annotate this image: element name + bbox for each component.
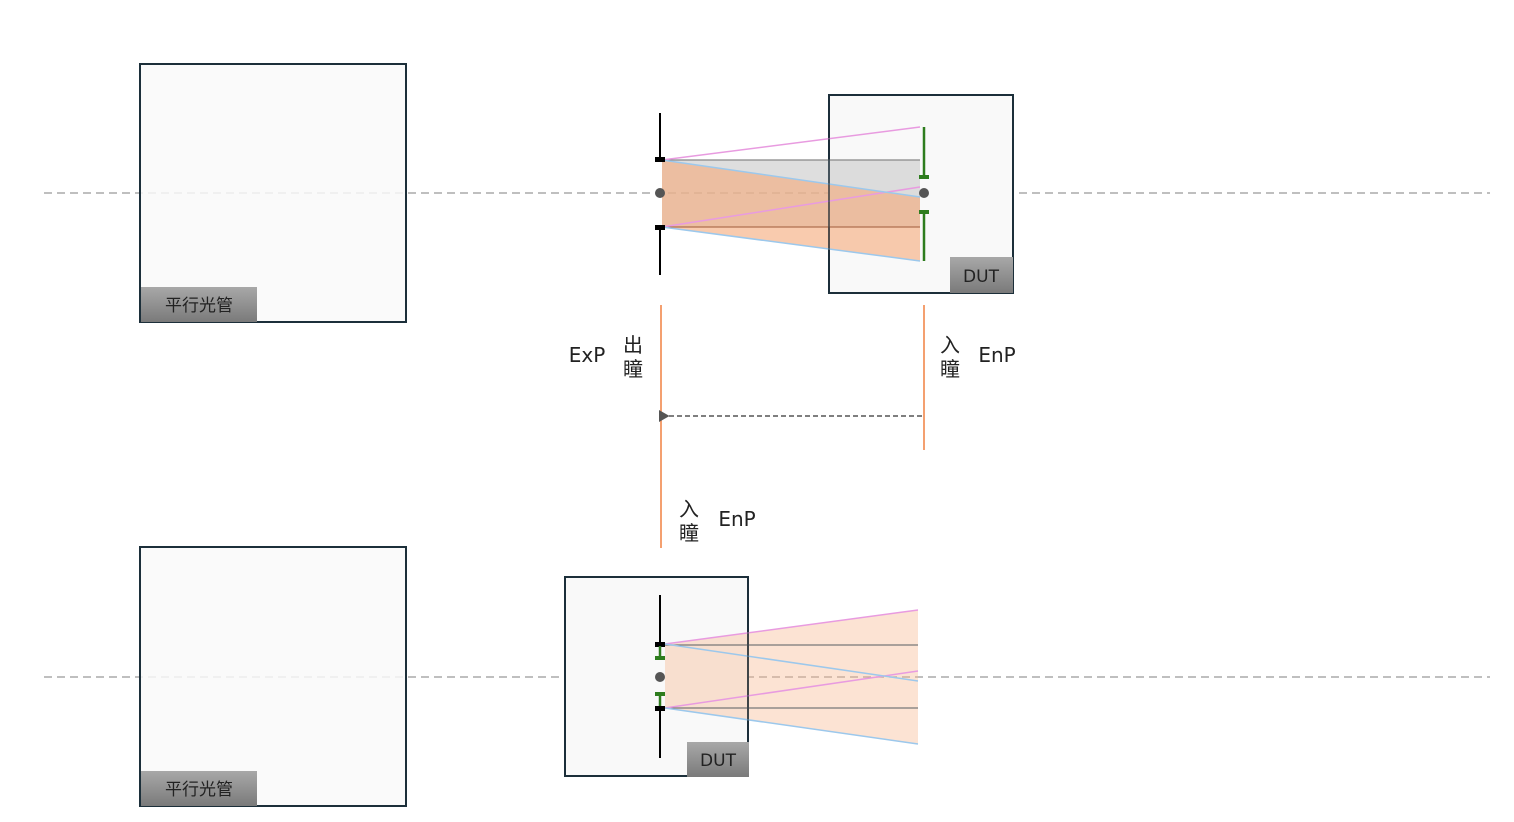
dut-label: DUT	[963, 267, 1000, 287]
collimator-label: 平行光管	[165, 296, 233, 316]
enp-label: EnP	[718, 507, 755, 531]
collimator-top: 平行光管	[139, 63, 407, 323]
collimator-label: 平行光管	[165, 780, 233, 800]
entrance-pupil-char: 入	[679, 497, 699, 521]
enp-label: EnP	[978, 343, 1015, 367]
exit-pupil-char: 出	[623, 333, 643, 357]
entrance-pupil-char: 瞳	[679, 521, 699, 545]
dut-label: DUT	[700, 751, 737, 771]
entrance-pupil-char: 入	[940, 333, 960, 357]
beam-bottom	[664, 609, 919, 745]
entrance-pupil-char: 瞳	[940, 357, 960, 381]
collimator-bottom: 平行光管	[139, 546, 407, 807]
aperture-stop-bottom	[655, 595, 665, 758]
exp-label: ExP	[569, 343, 606, 367]
entrance-stop-top	[919, 127, 929, 261]
beam-top	[661, 126, 921, 262]
aperture-stop-top	[655, 113, 665, 275]
exit-pupil-char: 瞳	[623, 357, 643, 381]
